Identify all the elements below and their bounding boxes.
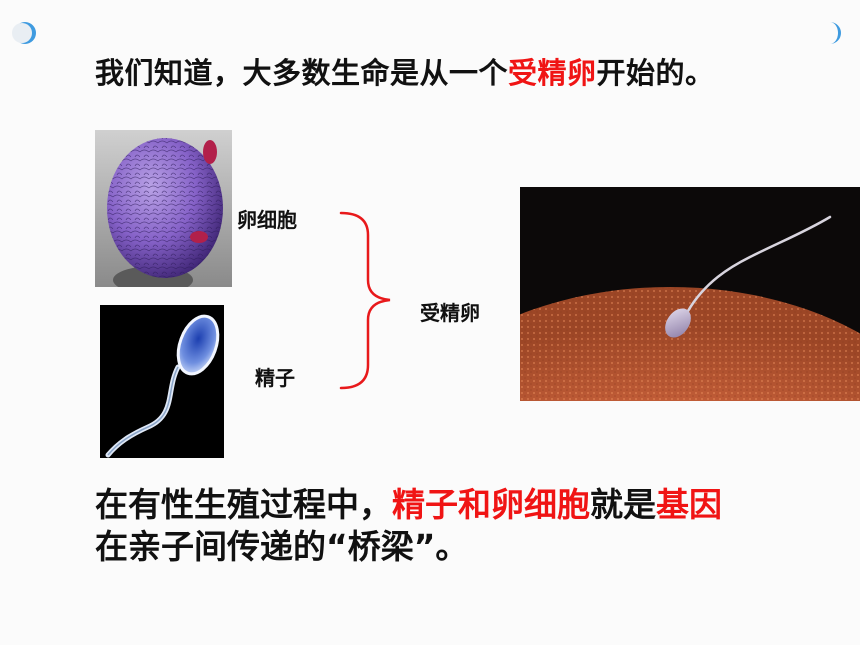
right-corner-decoration-icon (830, 22, 841, 44)
left-corner-decoration-icon (12, 22, 36, 44)
conclusion-line-1: 在有性生殖过程中，精子和卵细胞就是基因 (95, 484, 722, 526)
conclusion-text-start: 在有性生殖过程中， (95, 485, 392, 524)
conclusion-highlight-cells: 精子和卵细胞 (392, 485, 590, 524)
sperm-image (100, 305, 224, 458)
conclusion-highlight-gene: 基因 (656, 485, 722, 524)
page-heading: 我们知道，大多数生命是从一个受精卵开始的。 (95, 50, 715, 92)
egg-cell-label: 卵细胞 (237, 208, 297, 232)
conclusion-text-middle: 就是 (590, 485, 656, 524)
sperm-label: 精子 (255, 366, 295, 390)
zygote-label: 受精卵 (420, 301, 480, 325)
heading-highlight: 受精卵 (508, 56, 597, 90)
heading-text-end: 开始的。 (596, 56, 715, 90)
egg-cell-image (95, 130, 232, 287)
fertilization-image (520, 187, 860, 401)
conclusion-text: 在有性生殖过程中，精子和卵细胞就是基因 在亲子间传递的“桥梁”。 (95, 484, 722, 568)
brace-connector (339, 211, 391, 390)
conclusion-line-2: 在亲子间传递的“桥梁”。 (95, 527, 469, 566)
heading-text-start: 我们知道，大多数生命是从一个 (95, 56, 509, 90)
